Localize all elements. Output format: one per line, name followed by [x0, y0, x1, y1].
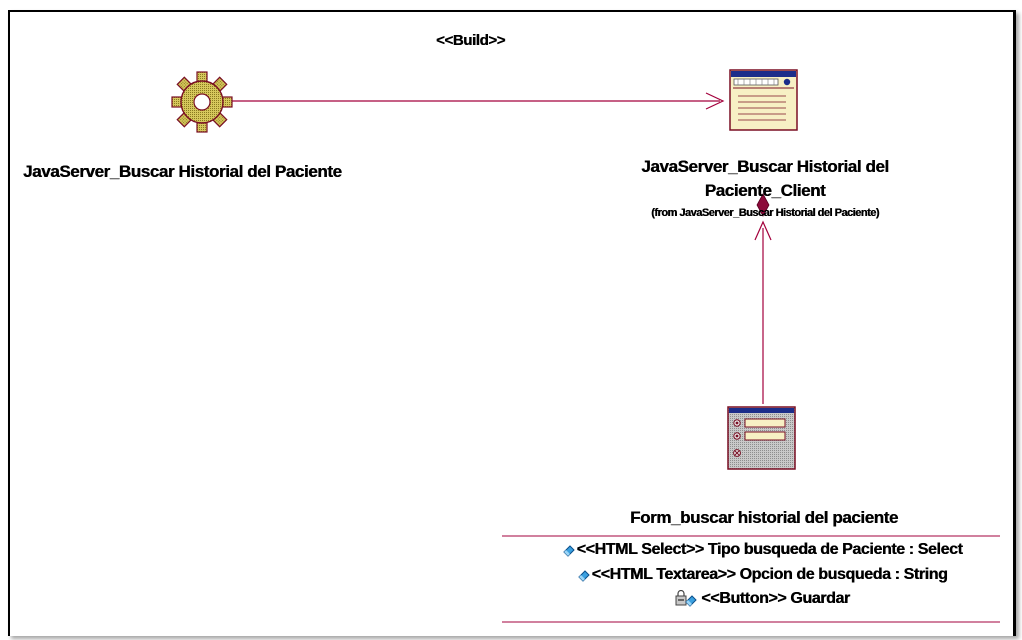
html-form-icon[interactable] — [727, 406, 796, 470]
build-stereotype-label: <<Build>> — [436, 32, 505, 49]
protected-attribute-icon — [675, 590, 698, 607]
client-page-from-note: (from JavaServer_Buscar Historial del Pa… — [651, 207, 879, 219]
aggregation-connector[interactable] — [754, 193, 772, 404]
form-name[interactable]: Form_buscar historial del paciente — [630, 508, 898, 527]
form-attribute-textarea[interactable]: <<HTML Textarea>> Opcion de busqueda : S… — [500, 566, 1022, 584]
form-attribute-text: <<HTML Textarea>> Opcion de busqueda : S… — [591, 566, 948, 583]
form-attribute-text: <<Button>> Guardar — [701, 590, 850, 608]
server-component-name[interactable]: JavaServer_Buscar Historial del Paciente — [23, 162, 342, 181]
form-attribute-button[interactable]: <<Button>> Guardar — [500, 590, 1022, 608]
form-attribute-select[interactable]: <<HTML Select>> Tipo busqueda de Pacient… — [500, 541, 1022, 559]
attribute-icon — [577, 570, 590, 582]
form-attribute-text: <<HTML Select>> Tipo busqueda de Pacient… — [576, 541, 963, 558]
client-page-name-line2: Paciente_Client — [704, 181, 826, 200]
client-page-name-line1: JavaServer_Buscar Historial del — [641, 157, 889, 176]
diagram-frame — [8, 10, 1016, 636]
attribute-icon — [562, 545, 575, 557]
build-dependency-arrow[interactable] — [232, 92, 725, 110]
gear-icon[interactable] — [171, 71, 233, 133]
client-page-icon[interactable] — [729, 69, 798, 131]
client-page-name[interactable]: JavaServer_Buscar Historial del Paciente… — [600, 155, 930, 203]
aggregation-diamond — [756, 193, 770, 217]
